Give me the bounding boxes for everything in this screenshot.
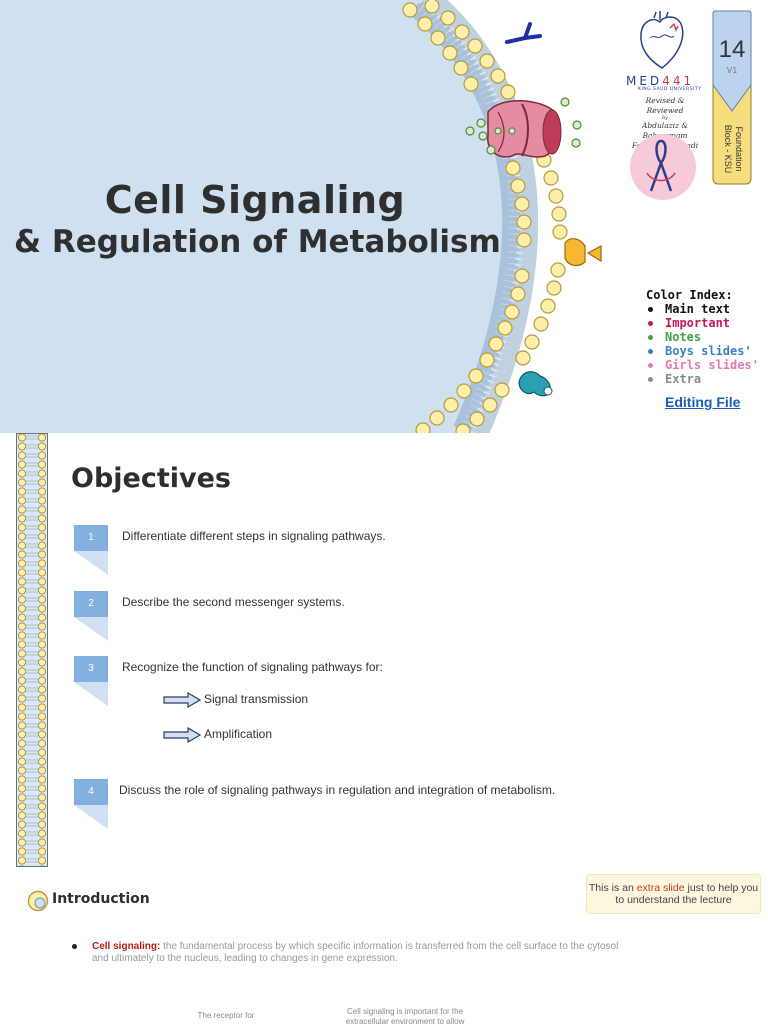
- objective-text: Discuss the role of signaling pathways i…: [119, 783, 556, 797]
- arrow-right-icon: [163, 692, 201, 708]
- title-slide: Cell Signaling & Regulation of Metabolis…: [0, 0, 768, 433]
- editing-file-link[interactable]: Editing File: [665, 394, 741, 410]
- arrow-right-icon: [163, 727, 201, 743]
- version-label: V1: [726, 66, 738, 75]
- university-label: KING SAUD UNIVERSITY: [638, 87, 702, 92]
- color-index-girls: Girls slides': [646, 358, 759, 372]
- cell-membrane-illustration: [0, 0, 768, 433]
- color-index-title: Color Index:: [646, 288, 733, 302]
- objective-text: Describe the second messenger systems.: [122, 595, 345, 609]
- bullet-dot-icon: [72, 944, 77, 949]
- cell-bullet-icon: [27, 890, 49, 912]
- block-label: Foundation Block - KSU: [723, 124, 744, 174]
- ribbon-emblem-icon: [630, 134, 696, 200]
- cut-off-text: The receptor for: [197, 1011, 255, 1020]
- heart-logo-icon: [640, 11, 684, 69]
- objectives-title: Objectives: [71, 463, 231, 494]
- objective-number: 2: [74, 591, 108, 617]
- introduction-section: Introduction This is an extra slide just…: [0, 869, 768, 1024]
- slide-title: Cell Signaling: [104, 178, 406, 222]
- cut-off-text: Cell signaling is important for the extr…: [345, 1007, 465, 1024]
- introduction-title: Introduction: [52, 891, 150, 907]
- color-index-main: Main text: [646, 302, 759, 316]
- color-index-boys: Boys slides': [646, 344, 759, 358]
- color-index-notes: Notes: [646, 330, 759, 344]
- objective-number: 3: [74, 656, 108, 682]
- objective-text: Recognize the function of signaling path…: [122, 660, 383, 674]
- color-index: Color Index: Main text Important Notes B…: [646, 288, 759, 386]
- med-logo-text: MED441: [626, 74, 695, 88]
- membrane-strip-decoration: [16, 433, 48, 867]
- objective-number: 1: [74, 525, 108, 551]
- color-index-extra: Extra: [646, 372, 759, 386]
- objective-number: 4: [74, 779, 108, 805]
- lecture-badge: [712, 10, 752, 185]
- bullet-term: Cell signaling:: [92, 941, 161, 952]
- objectives-section: Objectives 1 Differentiate different ste…: [0, 433, 768, 869]
- objective-text: Differentiate different steps in signali…: [122, 529, 386, 543]
- objective-subitem-text: Amplification: [204, 727, 273, 741]
- slide-subtitle: & Regulation of Metabolism: [14, 224, 501, 260]
- lecture-number: 14: [718, 36, 746, 63]
- bullet-text: the fundamental process by which specifi…: [92, 941, 619, 964]
- color-index-important: Important: [646, 316, 759, 330]
- objective-subitem-text: Signal transmission: [204, 692, 309, 706]
- color-index-list: Main text Important Notes Boys slides' G…: [646, 302, 759, 386]
- extra-slide-note: This is an extra slide just to help you …: [586, 874, 761, 914]
